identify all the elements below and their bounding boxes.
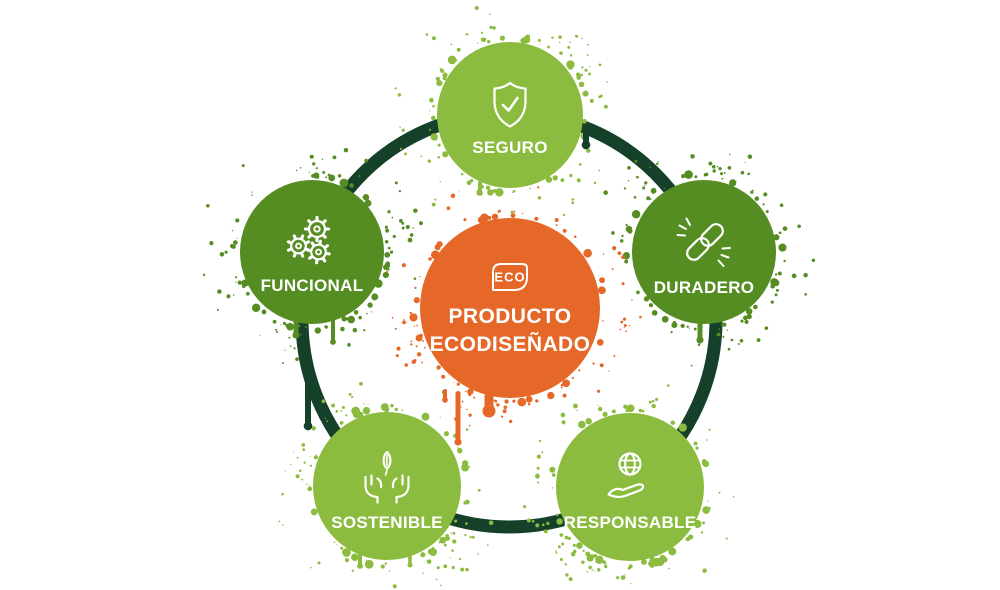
shield-check-icon [493,81,527,128]
center-title-line-1: PRODUCTO [448,305,572,329]
node-sostenible: SOSTENIBLE [313,412,461,560]
node-funcional: FUNCIONAL [240,180,384,324]
node-seguro: SEGURO [437,42,583,188]
center-node: ECO PRODUCTO ECODISEÑADO [420,218,600,398]
node-label: SEGURO [472,138,548,157]
center-title-line-2: ECODISEÑADO [429,332,591,356]
hand-holding-globe-icon [607,452,645,499]
node-label: FUNCIONAL [260,276,364,295]
gears-icon [286,216,331,265]
node-duradero: DURADERO [632,180,776,324]
hands-holding-leaf-icon [364,450,410,504]
eco-badge-label: ECO [494,270,525,285]
eco-leaf-badge-icon: ECO [492,263,528,292]
node-responsable: RESPONSABLE [556,413,704,561]
node-label: SOSTENIBLE [331,513,443,532]
node-label: DURADERO [653,278,755,297]
chain-link-icon [676,217,731,267]
node-label: RESPONSABLE [563,513,697,532]
